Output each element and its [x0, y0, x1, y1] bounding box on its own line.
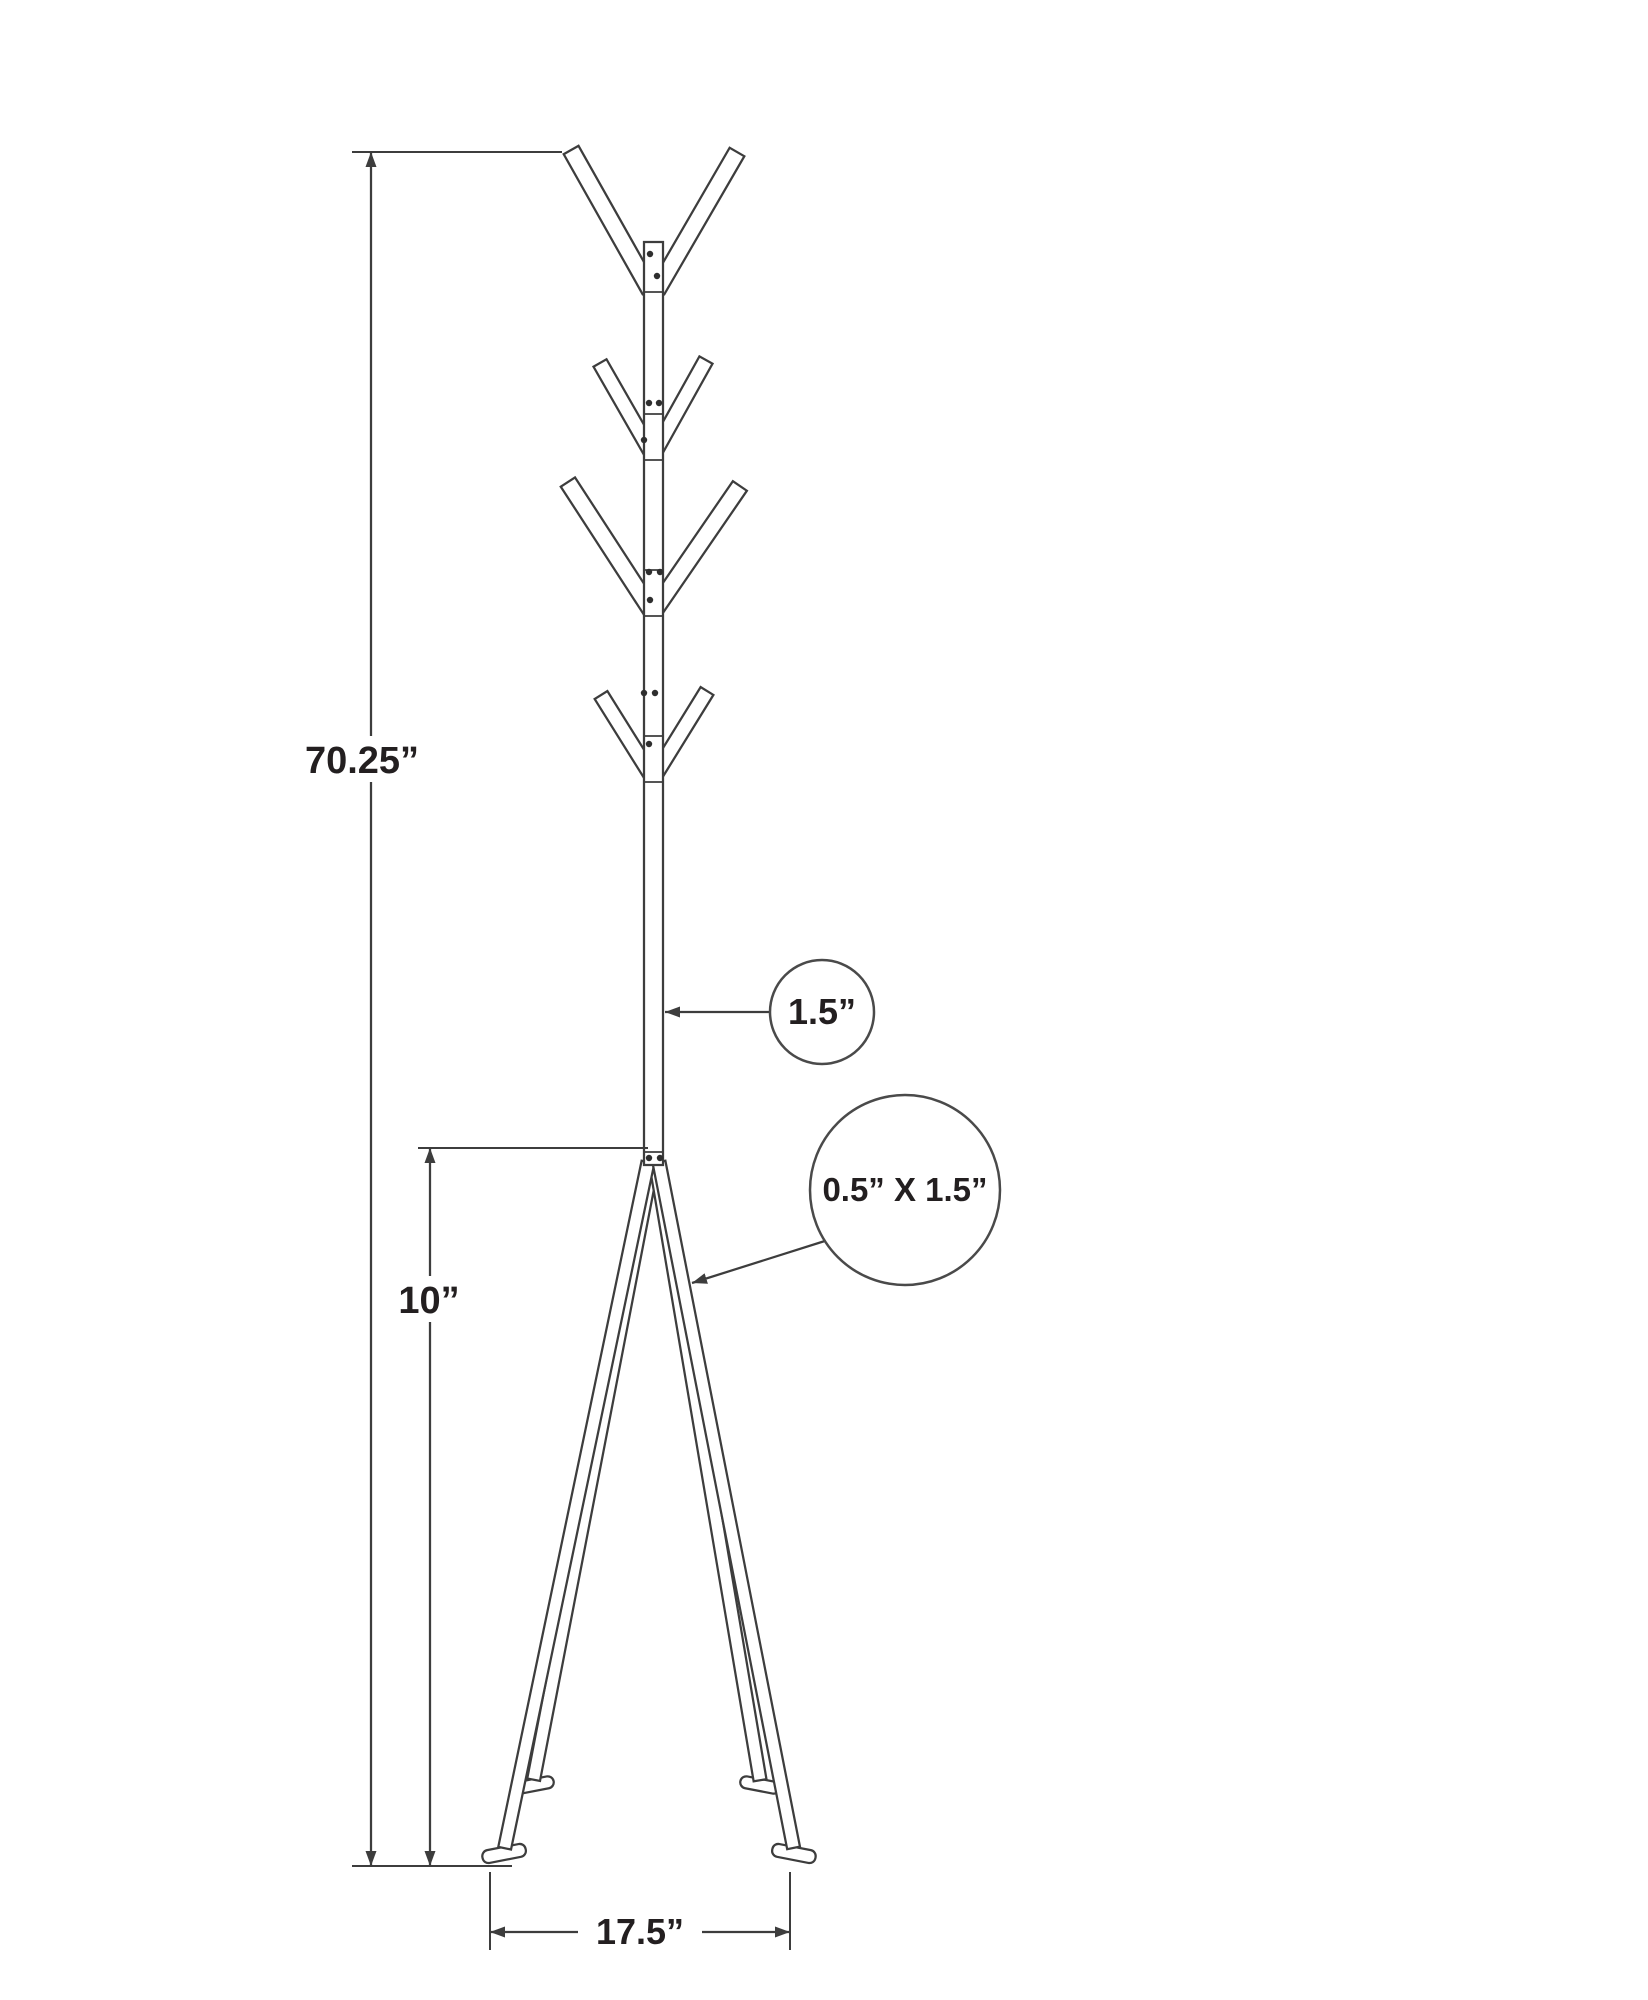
base-width-dimension: 17.5”	[489, 1872, 791, 1952]
pole-width-callout-label: 1.5”	[788, 991, 856, 1032]
base-width-dimension-label: 17.5”	[596, 1911, 684, 1952]
height-dimension: 70.25”	[292, 151, 562, 1867]
screws	[640, 250, 664, 1162]
front-left-leg	[496, 1159, 656, 1851]
hook-arms	[559, 144, 749, 781]
back-right-leg	[648, 1162, 768, 1783]
back-legs	[513, 1162, 781, 1795]
back-left-leg	[525, 1162, 660, 1783]
height-dimension-label: 70.25”	[305, 740, 419, 782]
leg-section-callout-label: 0.5” X 1.5”	[822, 1171, 987, 1208]
leg-section-callout: 0.5” X 1.5”	[691, 1093, 1002, 1287]
pole-width-callout: 1.5”	[665, 958, 876, 1066]
front-legs	[481, 1159, 817, 1865]
base-height-dimension-label: 10”	[398, 1280, 459, 1322]
coat-rack-drawing	[481, 144, 817, 1865]
front-right-leg	[651, 1159, 802, 1851]
center-pole	[642, 240, 665, 1167]
base-height-dimension: 10”	[395, 1147, 648, 1866]
